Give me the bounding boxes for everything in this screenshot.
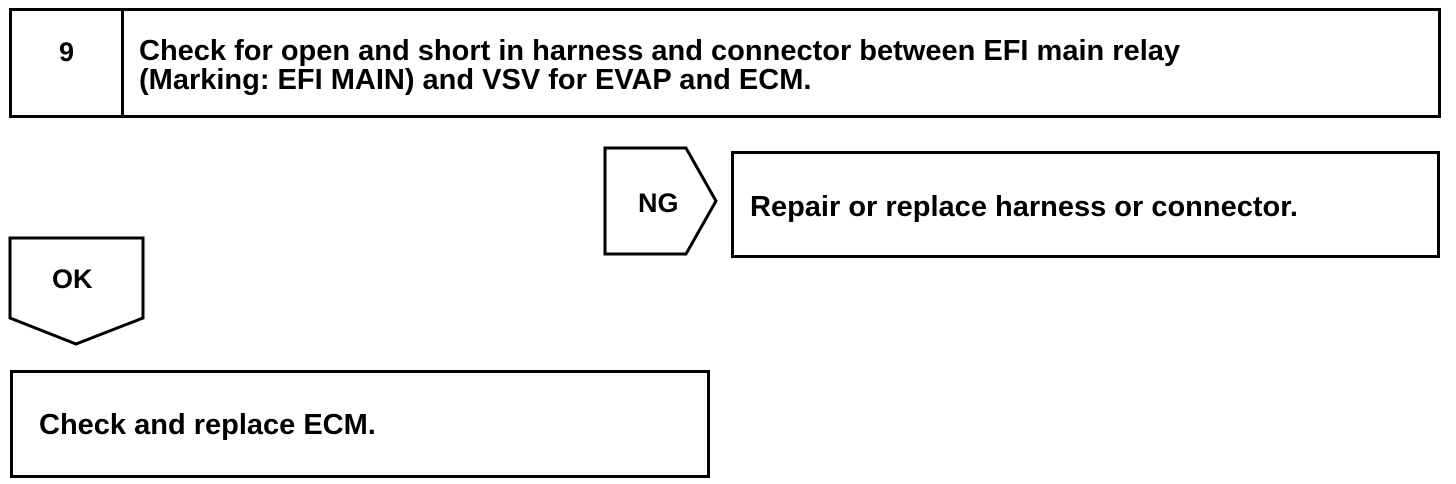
step-title: Check for open and short in harness and … — [124, 11, 1438, 115]
ng-action-box: Repair or replace harness or connector. — [731, 151, 1440, 258]
step-title-line-1: Check for open and short in harness and … — [139, 35, 1181, 67]
step-number: 9 — [12, 11, 124, 115]
ng-arrow-outline — [603, 146, 718, 256]
ok-label: OK — [52, 264, 93, 294]
final-step-box: Check and replace ECM. — [10, 370, 710, 478]
ng-label: NG — [638, 188, 679, 218]
ok-arrow-outline — [8, 236, 145, 346]
step-box: 9 Check for open and short in harness an… — [9, 8, 1441, 118]
step-title-line-2: (Marking: EFI MAIN) and VSV for EVAP and… — [139, 64, 812, 96]
